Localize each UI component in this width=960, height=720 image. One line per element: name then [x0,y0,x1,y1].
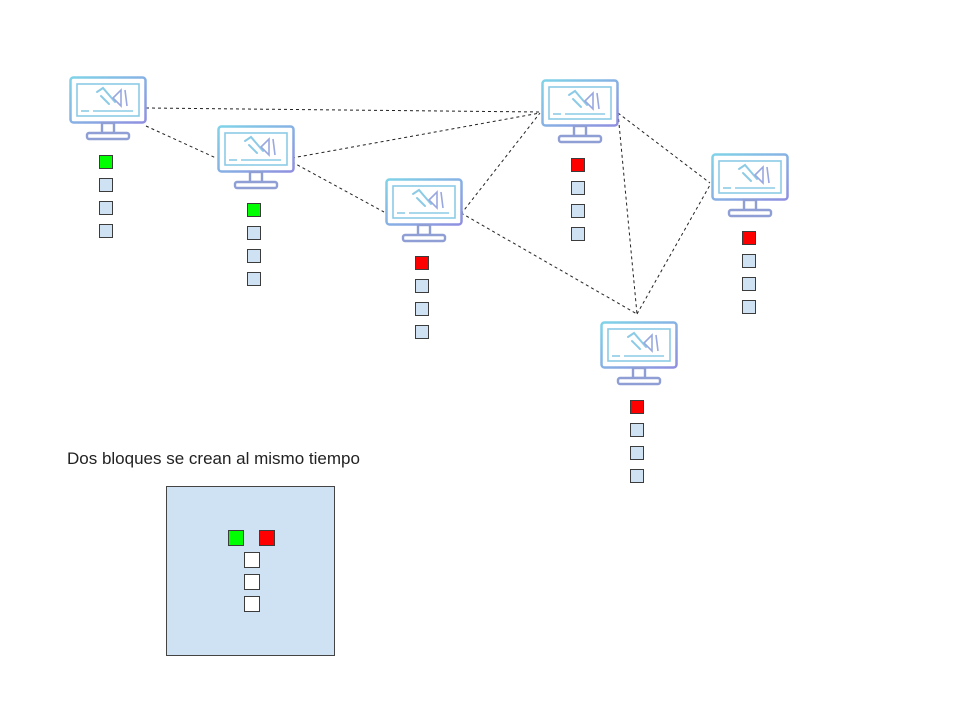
fork-caption: Dos bloques se crean al mismo tiempo [67,449,360,468]
network-link [291,161,385,213]
chain-block [247,249,261,263]
conflict-tip-block [571,158,585,172]
chain-block [630,469,644,483]
network-link [291,112,541,159]
computer-icon [217,125,295,191]
chain-block [630,446,644,460]
fork-example-panel [166,486,335,656]
chain-block [630,423,644,437]
conflict-tip-block [630,400,644,414]
chain-block [571,204,585,218]
computer-icon [600,321,678,387]
computer-icon [541,79,619,145]
chain-block [247,272,261,286]
valid-tip-block [99,155,113,169]
network-link [145,125,217,159]
valid-tip-block [247,203,261,217]
chain-block [99,178,113,192]
chain-block [571,181,585,195]
chain-block [99,224,113,238]
chain-block [742,277,756,291]
computer-icon [69,76,147,142]
computer-icon [711,153,789,219]
conflict-tip-block [415,256,429,270]
network-link [460,212,638,315]
network-link [460,112,541,215]
fork-chain-block [244,552,260,568]
chain-block [415,279,429,293]
fork-chain-block [244,574,260,590]
fork-valid-block [228,530,244,546]
network-link [617,112,711,184]
network-link [617,112,638,315]
chain-block [571,227,585,241]
chain-block [415,325,429,339]
fork-conflict-block [259,530,275,546]
network-link [145,107,541,113]
chain-block [247,226,261,240]
chain-block [415,302,429,316]
chain-block [742,300,756,314]
chain-block [742,254,756,268]
fork-chain-block [244,596,260,612]
computer-icon [385,178,463,244]
conflict-tip-block [742,231,756,245]
chain-block [99,201,113,215]
network-link [636,184,711,315]
